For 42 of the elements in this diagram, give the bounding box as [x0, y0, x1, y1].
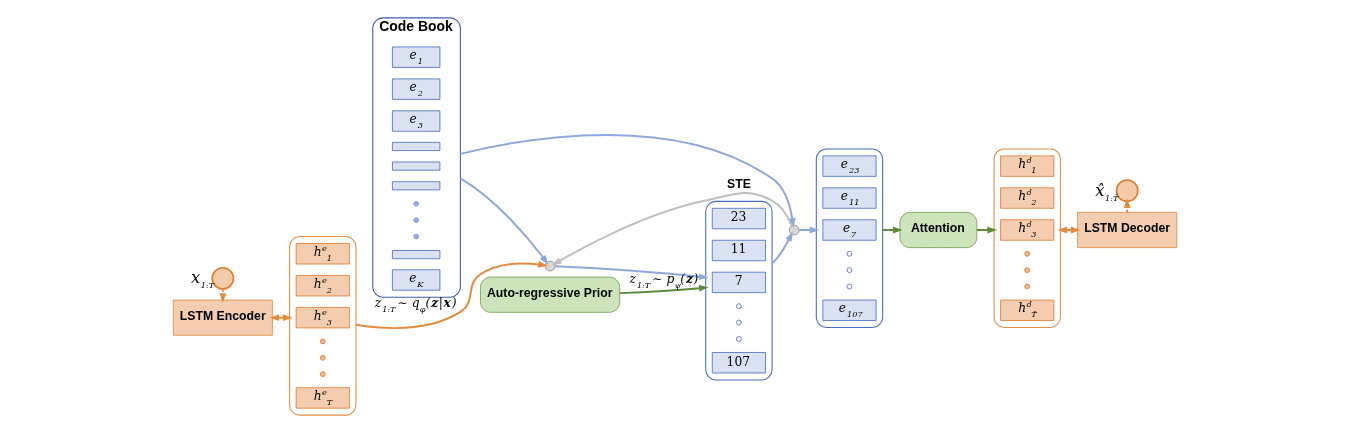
node-box: 7	[711, 271, 766, 294]
arrow	[551, 192, 793, 266]
node-box: LSTM Decoder	[1077, 212, 1178, 249]
node-bar	[392, 250, 441, 260]
arrow	[881, 226, 903, 234]
cluster	[993, 148, 1061, 328]
node-box: 11	[711, 239, 766, 262]
node-box: 107	[711, 352, 766, 374]
arrow	[459, 133, 796, 228]
node-box: 23	[711, 207, 766, 230]
node-box: e$_{11}$	[822, 187, 877, 209]
cluster	[289, 236, 357, 416]
node-circle	[788, 224, 800, 236]
node-box: e$_{7}$	[822, 219, 877, 241]
edge-label: STE	[727, 177, 751, 192]
arrow	[798, 226, 820, 234]
node-label: x$_{1:T}$	[190, 268, 215, 291]
edge-label: z$_{1:T}$ ∼ p$_{ψ}$(z)	[629, 271, 699, 291]
node-box: e$_{K}$	[392, 269, 441, 291]
arrow	[354, 261, 549, 329]
arrow	[771, 231, 793, 265]
edge-label: z$_{1:T}$ ∼ q$_{φ}$(z|x)	[374, 295, 457, 315]
arrow	[459, 177, 549, 265]
arrow	[554, 265, 709, 281]
node-box: e$_{107}$	[822, 299, 877, 321]
node-bar	[392, 141, 441, 151]
node-box: e$_{2}$	[392, 78, 441, 100]
arrow	[975, 226, 998, 234]
node-box: Attention	[899, 212, 978, 249]
cluster	[705, 200, 773, 381]
node-box: LSTM Encoder	[172, 299, 273, 336]
cluster	[815, 148, 884, 328]
node-box: e$_{1}$	[392, 46, 441, 68]
node-circle	[544, 260, 556, 272]
arrow	[219, 288, 227, 304]
node-bar	[392, 161, 441, 171]
node-box: e$_{23}$	[822, 155, 877, 177]
arrow	[619, 284, 709, 295]
node-label: x̂$_{1:T̂}$	[1095, 180, 1119, 203]
node-box: Auto-regressive Prior	[480, 276, 621, 313]
node-bar	[392, 181, 441, 191]
node-box: e$_{3}$	[392, 110, 441, 132]
